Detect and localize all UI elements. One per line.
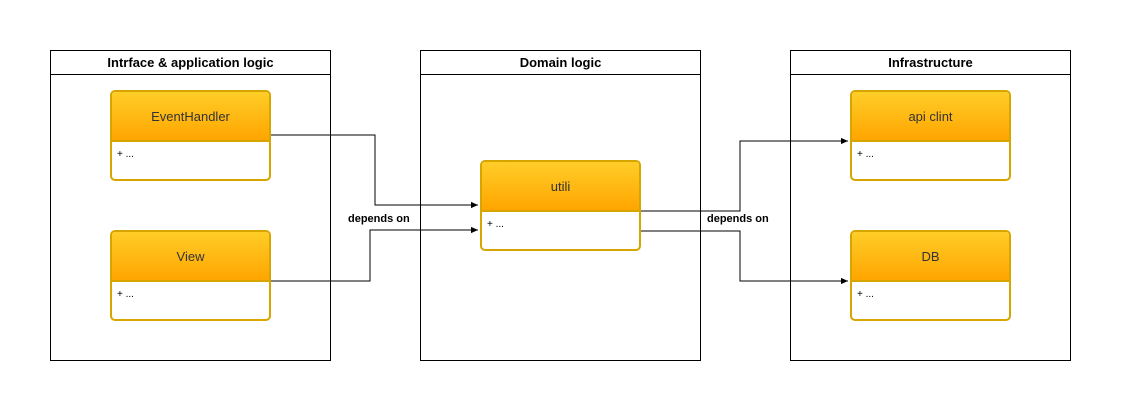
- edge-label-left: depends on: [347, 213, 411, 225]
- class-utili-name: utili: [482, 162, 639, 212]
- class-db-members: + ...: [857, 289, 874, 300]
- pool-infrastructure-title: Infrastructure: [791, 51, 1070, 75]
- pool-domain-title: Domain logic: [421, 51, 700, 75]
- edge-eventhandler-to-utili: [271, 134, 478, 209]
- class-view-name: View: [112, 232, 269, 282]
- edge-utili-to-api-clint: [641, 137, 848, 212]
- edge-label-right: depends on: [706, 213, 770, 225]
- class-view[interactable]: View + ...: [110, 230, 271, 321]
- class-db[interactable]: DB + ...: [850, 230, 1011, 321]
- class-event-handler-members: + ...: [117, 149, 134, 160]
- class-db-name: DB: [852, 232, 1009, 282]
- edge-view-to-utili: [271, 226, 478, 282]
- pool-interface-title: Intrface & application logic: [51, 51, 330, 75]
- class-view-members: + ...: [117, 289, 134, 300]
- class-event-handler[interactable]: EventHandler + ...: [110, 90, 271, 181]
- class-event-handler-name: EventHandler: [112, 92, 269, 142]
- class-utili[interactable]: utili + ...: [480, 160, 641, 251]
- class-api-clint-name: api clint: [852, 92, 1009, 142]
- edge-utili-to-db: [641, 230, 848, 285]
- class-utili-members: + ...: [487, 219, 504, 230]
- class-api-clint-members: + ...: [857, 149, 874, 160]
- class-api-clint[interactable]: api clint + ...: [850, 90, 1011, 181]
